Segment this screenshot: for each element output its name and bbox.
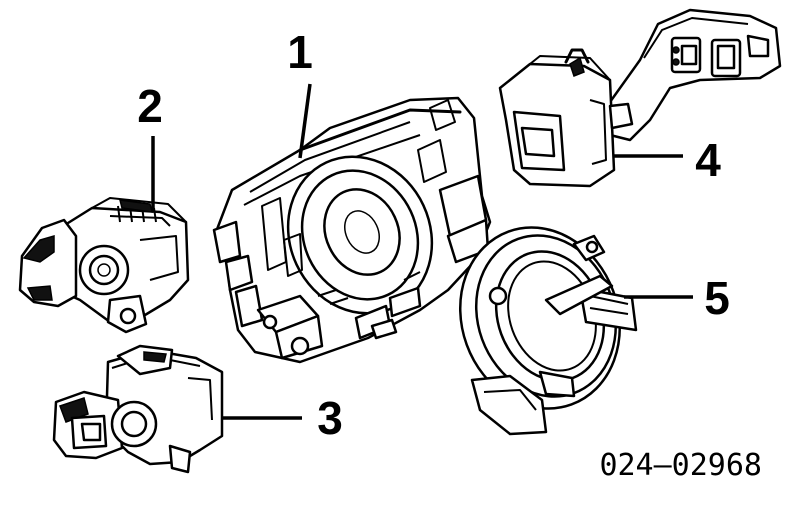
- leader-line-1: [298, 83, 312, 159]
- part-5-clock-spring: [458, 226, 638, 436]
- part-2-lock-switch: [18, 197, 190, 334]
- part-4-stalk-switch: [498, 8, 782, 188]
- callout-4: 4: [695, 134, 721, 186]
- part-3-switch: [52, 344, 224, 474]
- callout-1: 1: [287, 26, 313, 78]
- part-1-switch-housing: [212, 96, 492, 364]
- callout-3: 3: [317, 392, 343, 444]
- diagram-part-number: 024–02968: [599, 448, 762, 483]
- callout-2: 2: [137, 80, 163, 132]
- callout-5: 5: [704, 272, 730, 324]
